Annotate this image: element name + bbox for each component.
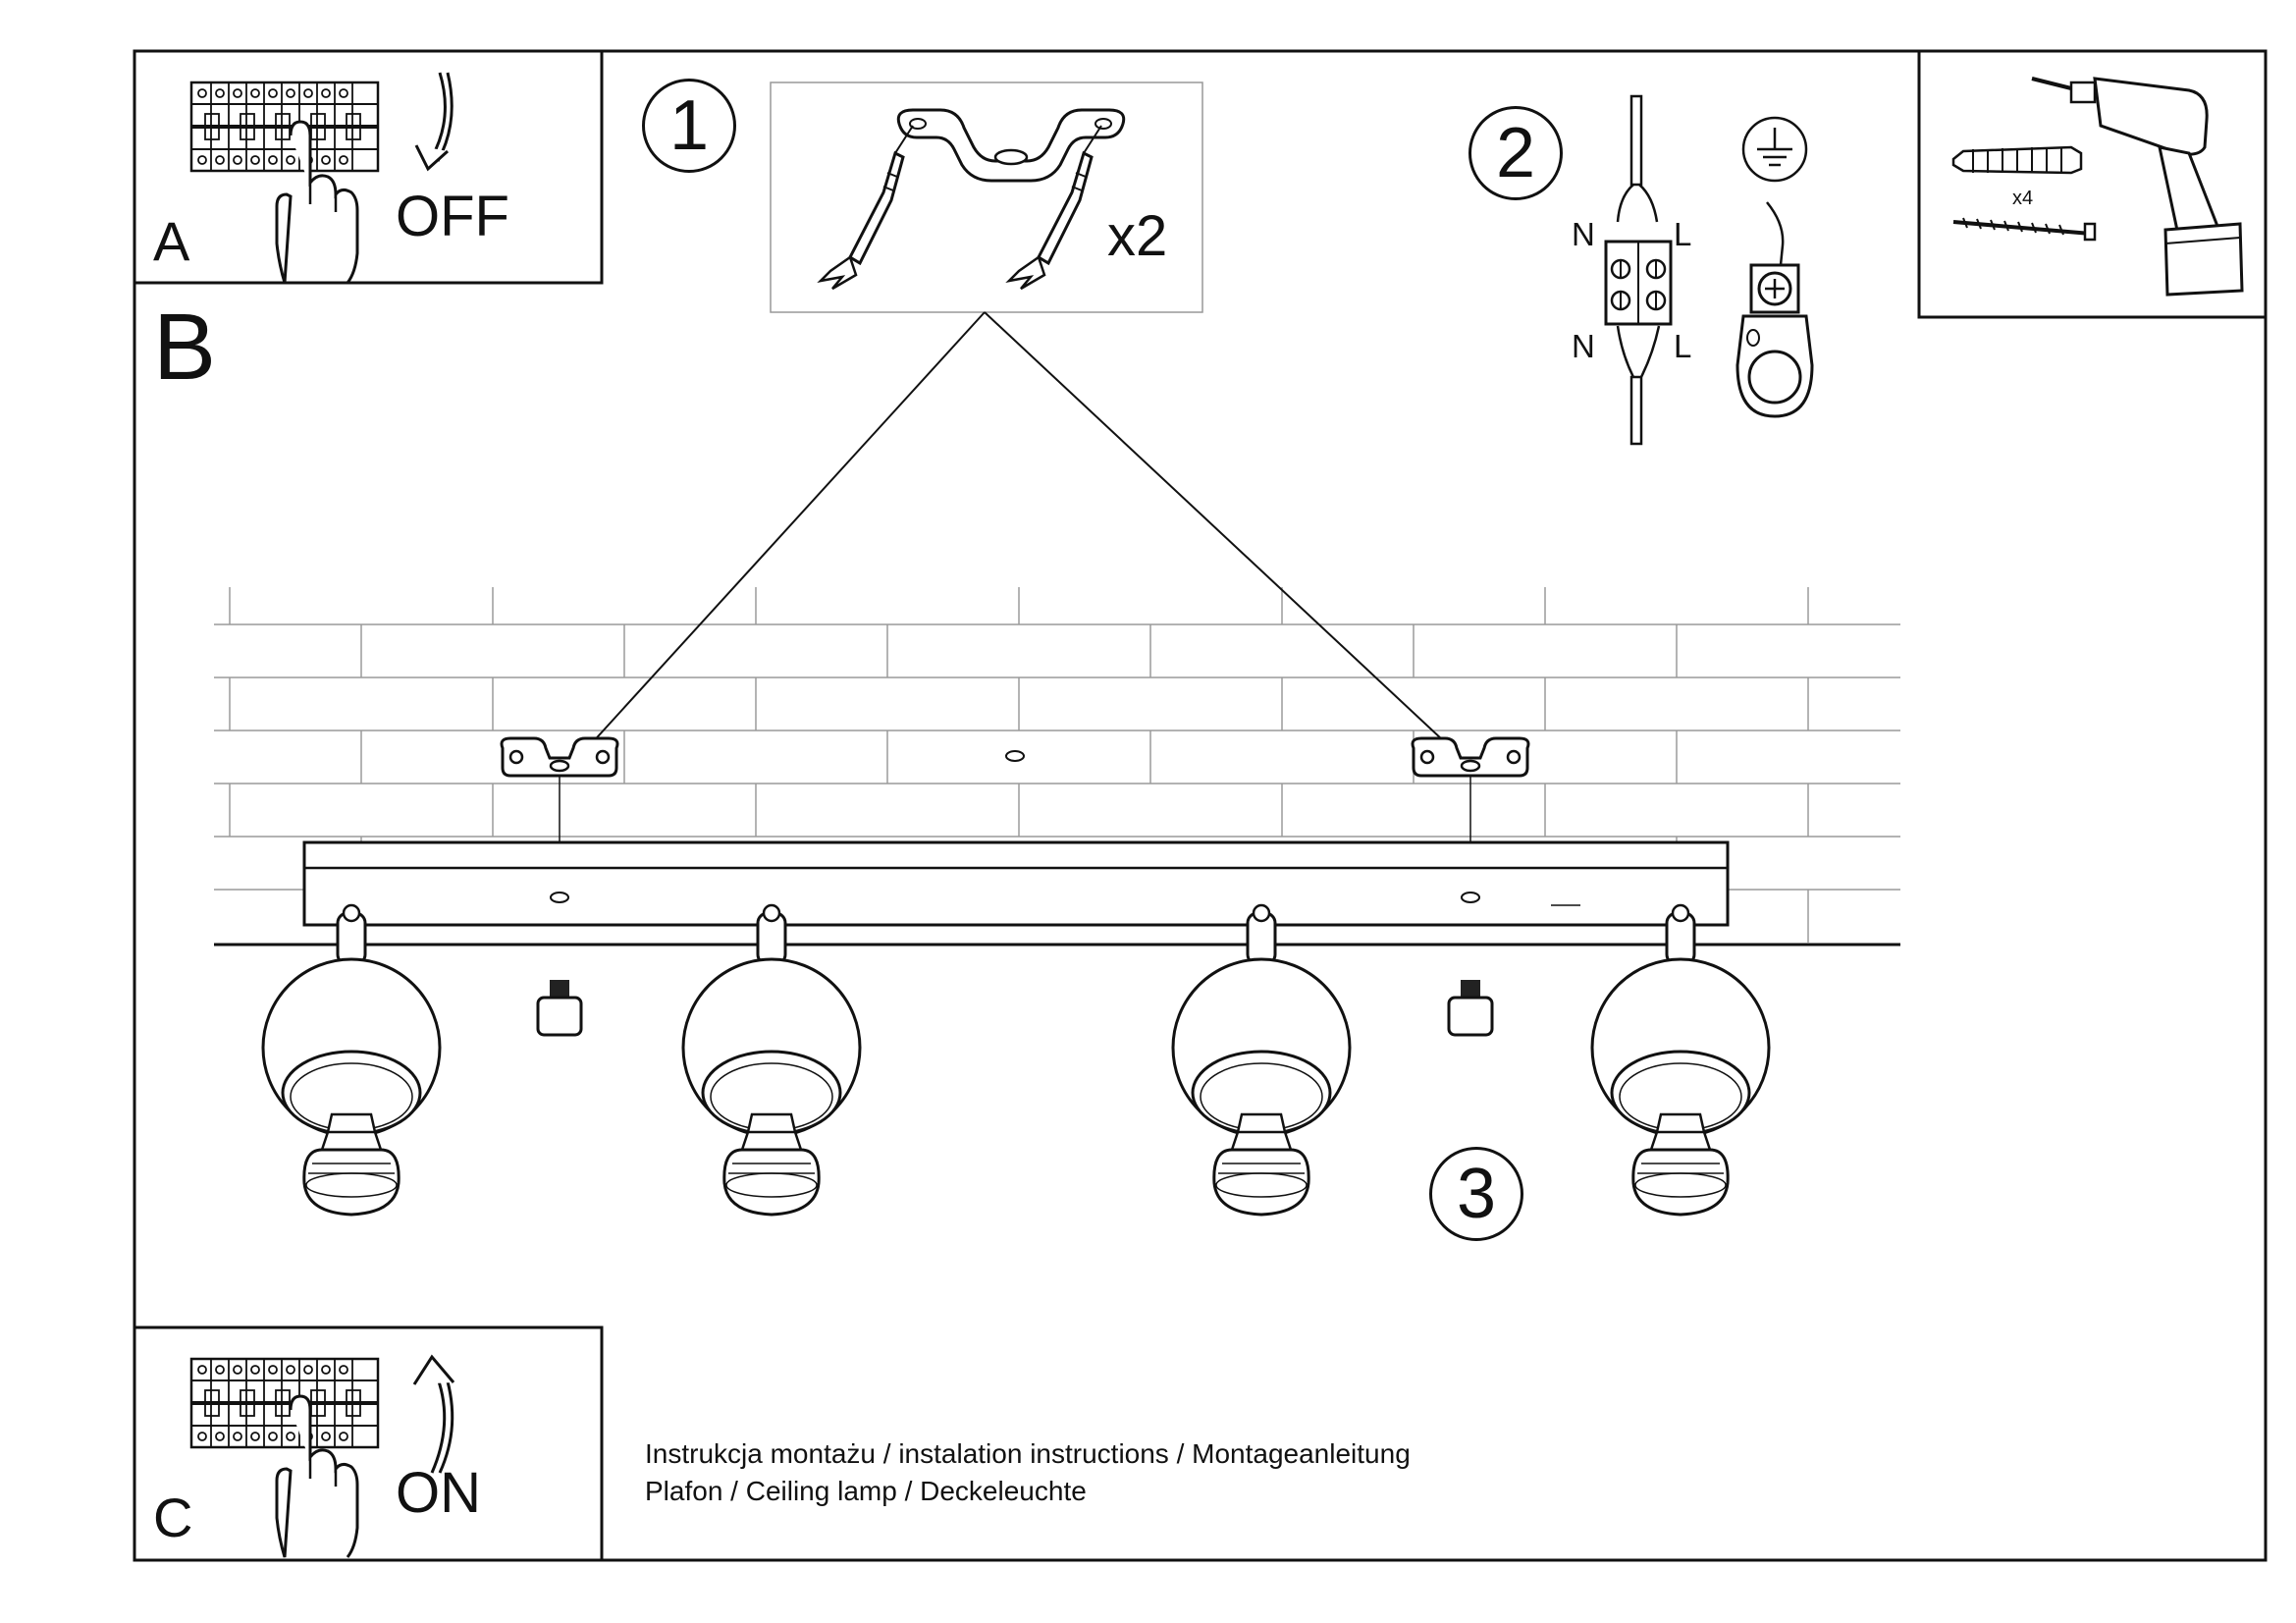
off-label: OFF: [396, 185, 509, 248]
outer-frame: [133, 49, 2268, 1562]
leader-line: [568, 311, 986, 769]
screw-icon: [1952, 217, 2097, 242]
curved-arrow-icon: [414, 72, 454, 172]
mounting-knob-icon: [1447, 978, 1494, 1037]
mounting-bracket-icon: [896, 108, 1126, 183]
wire-label-n-top: N: [1572, 216, 1595, 252]
terminal-block-icon: [1604, 94, 1673, 446]
spotlight-3: [1171, 903, 1352, 1217]
wire-label-l-top: L: [1674, 216, 1692, 252]
wire-label-l-bottom: L: [1674, 328, 1692, 364]
curved-arrow-icon: [412, 1354, 455, 1474]
step-3-number: 3: [1429, 1147, 1523, 1241]
wall-anchor-icon: [1951, 145, 2083, 175]
earth-connector-icon: [1735, 201, 1814, 418]
ground-symbol-icon: [1741, 116, 1808, 183]
center-hole: [1005, 750, 1025, 762]
step-1-number: 1: [642, 79, 736, 173]
anchor-quantity: x4: [2012, 188, 2034, 209]
circuit-breaker-icon: [189, 81, 380, 173]
panel-b-letter: B: [153, 295, 217, 400]
caption-line-1: Instrukcja montażu / instalation instruc…: [645, 1438, 1411, 1469]
wall-anchor-icon: [1005, 125, 1102, 291]
panel-a-letter: A: [153, 210, 190, 272]
wire-label-n-bottom: N: [1572, 328, 1595, 364]
spotlight-4: [1590, 903, 1771, 1217]
circuit-breaker-icon: [189, 1357, 380, 1449]
ceiling-base-plate: [302, 840, 1730, 927]
on-label: ON: [396, 1461, 481, 1525]
caption-line-2: Plafon / Ceiling lamp / Deckeleuchte: [645, 1475, 1087, 1506]
bracket-quantity: x2: [1107, 204, 1168, 268]
spotlight-2: [681, 903, 862, 1217]
panel-c-letter: C: [153, 1487, 193, 1548]
leader-line: [984, 311, 1473, 769]
caption: Instrukcja montażu / instalation instruc…: [645, 1435, 1411, 1510]
drill-icon: [2031, 77, 2244, 297]
step-2-number: 2: [1468, 106, 1563, 200]
mounting-knob-icon: [536, 978, 583, 1037]
mounting-bracket-icon: [500, 736, 619, 778]
mounting-bracket-icon: [1411, 736, 1530, 778]
spotlight-1: [261, 903, 442, 1217]
wall-anchor-icon: [817, 125, 914, 291]
